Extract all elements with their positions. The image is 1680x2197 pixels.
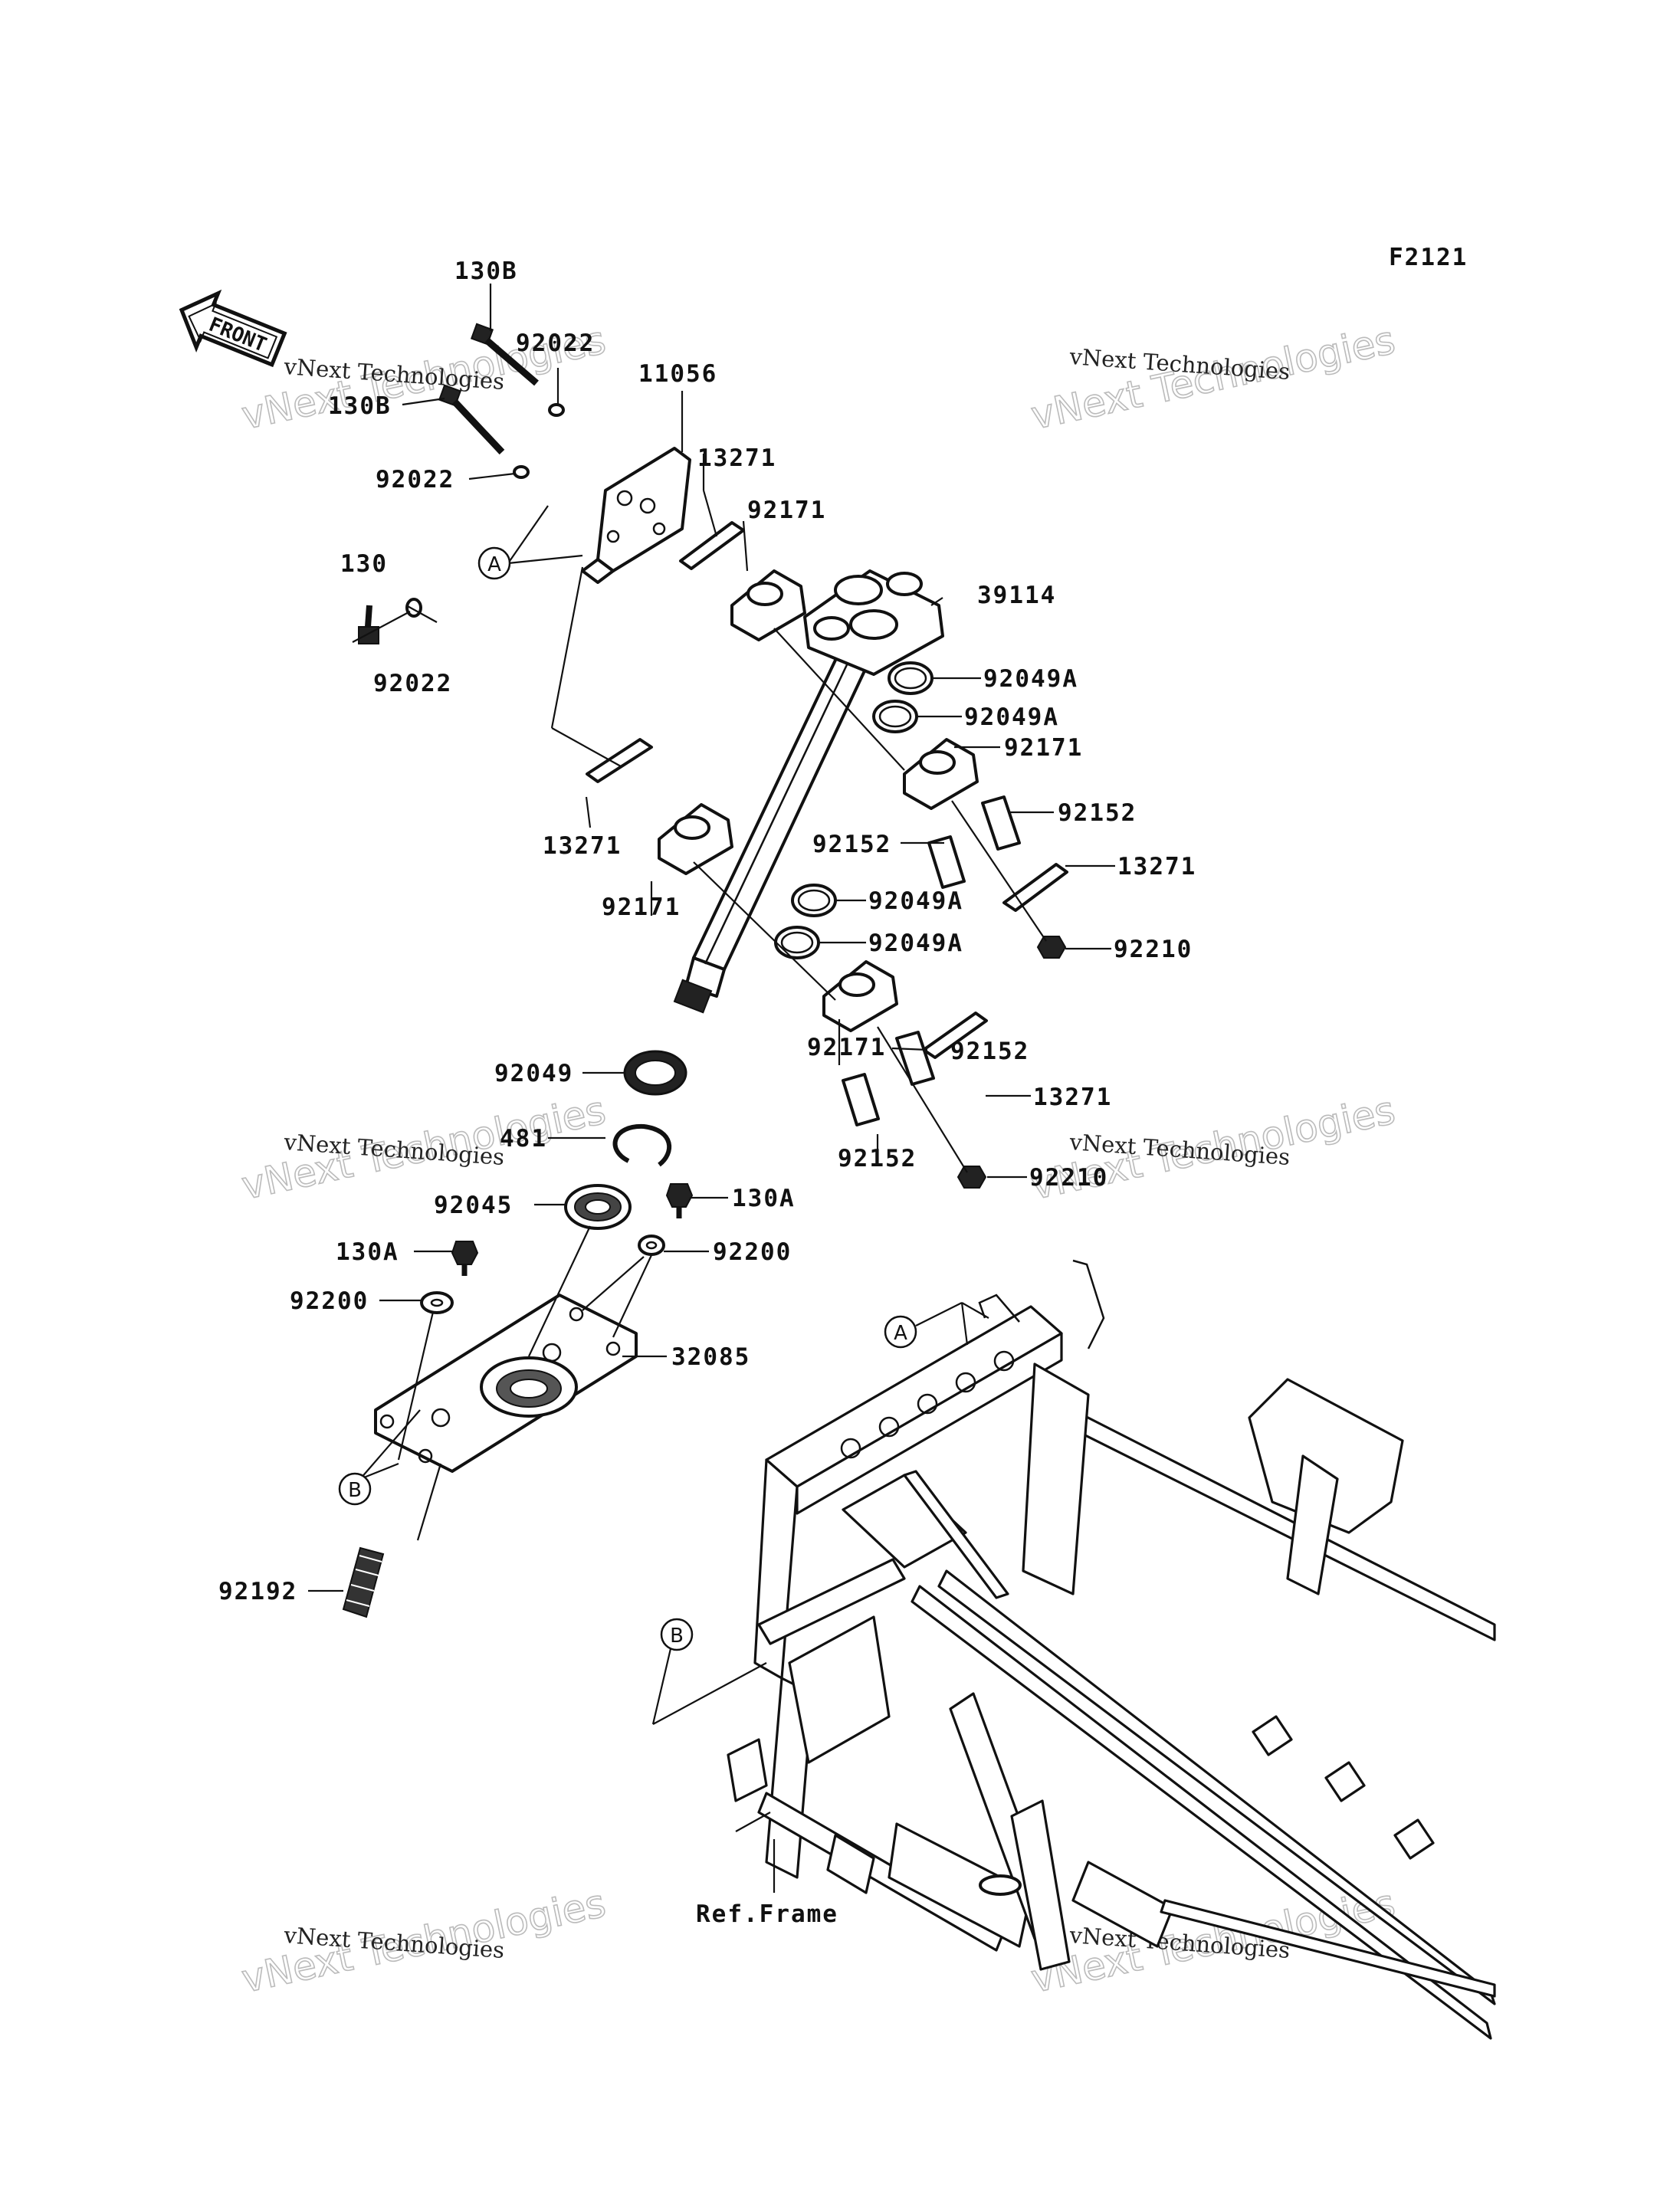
oil-seal-92049 [623,1050,687,1096]
label-92152-b: 92152 [812,831,891,858]
label-92022-a: 92022 [516,330,595,357]
label-13271-d: 13271 [1033,1084,1112,1111]
ref-frame-label: Ref.Frame [696,1900,838,1928]
watermark-top-right: vNext Technologies vNext Technologies [1027,317,1399,439]
label-13271-a: 13271 [697,444,776,472]
clamp-plate-13271-a [679,521,745,570]
watermark-mid-left: vNext Technologies vNext Technologies [238,1087,610,1209]
holder-92171-c [903,738,979,810]
front-arrow-icon: FRONT [179,289,287,368]
watermark-bottom-left: vNext Technologies vNext Technologies [238,1881,610,2002]
label-32085: 32085 [671,1343,750,1371]
label-92152-a: 92152 [1058,799,1137,827]
label-130a-a: 130A [732,1185,796,1212]
figure-code: F2121 [1389,244,1468,271]
leader-lines [308,284,1115,1893]
callout-a-label: A [487,553,501,576]
callout-b-label: B [348,1479,362,1502]
label-92152-c: 92152 [950,1038,1029,1065]
steering-stem-head-39114 [803,569,944,676]
holder-92171-b [658,803,733,875]
label-13271-c: 13271 [1117,853,1196,880]
steering-bracket-11056 [581,447,691,584]
label-92171-c: 92171 [1004,734,1083,762]
label-92200-a: 92200 [713,1238,792,1266]
nut-92210-b [956,1166,987,1189]
washer-92022-a [548,403,565,417]
label-481: 481 [500,1125,547,1153]
label-92210-b: 92210 [1029,1164,1108,1192]
callout-b-upper: B [338,1472,372,1506]
bearing-holder-32085 [374,1294,638,1473]
label-92200-b: 92200 [290,1287,369,1315]
bolt-130a-b [451,1241,479,1276]
vehicle-frame-reference [727,1259,1496,2040]
label-92022-c: 92022 [373,670,452,697]
label-92049a-d: 92049A [868,930,963,957]
collar-92152-b [927,835,966,889]
collar-92152-d [842,1073,880,1126]
label-130b-upper: 130B [454,257,518,285]
label-92210-a: 92210 [1114,936,1193,963]
label-39114: 39114 [977,582,1056,609]
bolt-130b-upper [470,323,539,386]
callout-b-label: B [670,1625,684,1648]
label-92171-d: 92171 [807,1034,886,1061]
callout-a-label: A [894,1322,907,1345]
label-92049: 92049 [494,1060,573,1087]
part-labels: 130B 130B 92022 92022 92022 11056 130 13… [218,257,1196,1928]
label-92152-d: 92152 [838,1145,917,1172]
clamp-plate-13271-c [1002,863,1068,912]
callout-a-lower: A [884,1315,917,1349]
label-92049a-b: 92049A [964,703,1059,731]
holder-92171-a [730,569,806,641]
label-130b-lower: 130B [328,392,392,420]
label-130a-b: 130A [336,1238,399,1266]
clamp-plate-13271-b [586,738,653,783]
clamp-plate-13271-d [922,1012,988,1059]
bolt-130a-a [665,1183,694,1218]
label-11056: 11056 [638,360,717,388]
holder-92171-d [822,960,898,1032]
bearing-92045 [564,1184,632,1230]
label-92171-b: 92171 [602,894,681,921]
label-92022-b: 92022 [376,466,454,494]
nut-92210-a [1036,936,1067,959]
label-92192: 92192 [218,1578,297,1605]
collar-92152-a [981,795,1021,851]
washer-92022-b [513,465,530,479]
washer-92200-a [638,1235,665,1256]
callout-a-upper: A [477,546,511,580]
collar-92152-c [895,1031,935,1086]
circlip-481 [612,1123,672,1167]
bolt-130b-lower [438,384,505,455]
label-92049a-c: 92049A [868,887,963,915]
label-92045: 92045 [434,1192,513,1219]
label-13271-b: 13271 [543,832,622,860]
washer-92200-b [420,1291,454,1314]
label-92171-a: 92171 [747,497,826,524]
label-130: 130 [340,550,388,578]
stud-92192 [342,1546,385,1618]
callout-b-lower: B [660,1618,694,1651]
label-92049a-a: 92049A [983,665,1078,693]
